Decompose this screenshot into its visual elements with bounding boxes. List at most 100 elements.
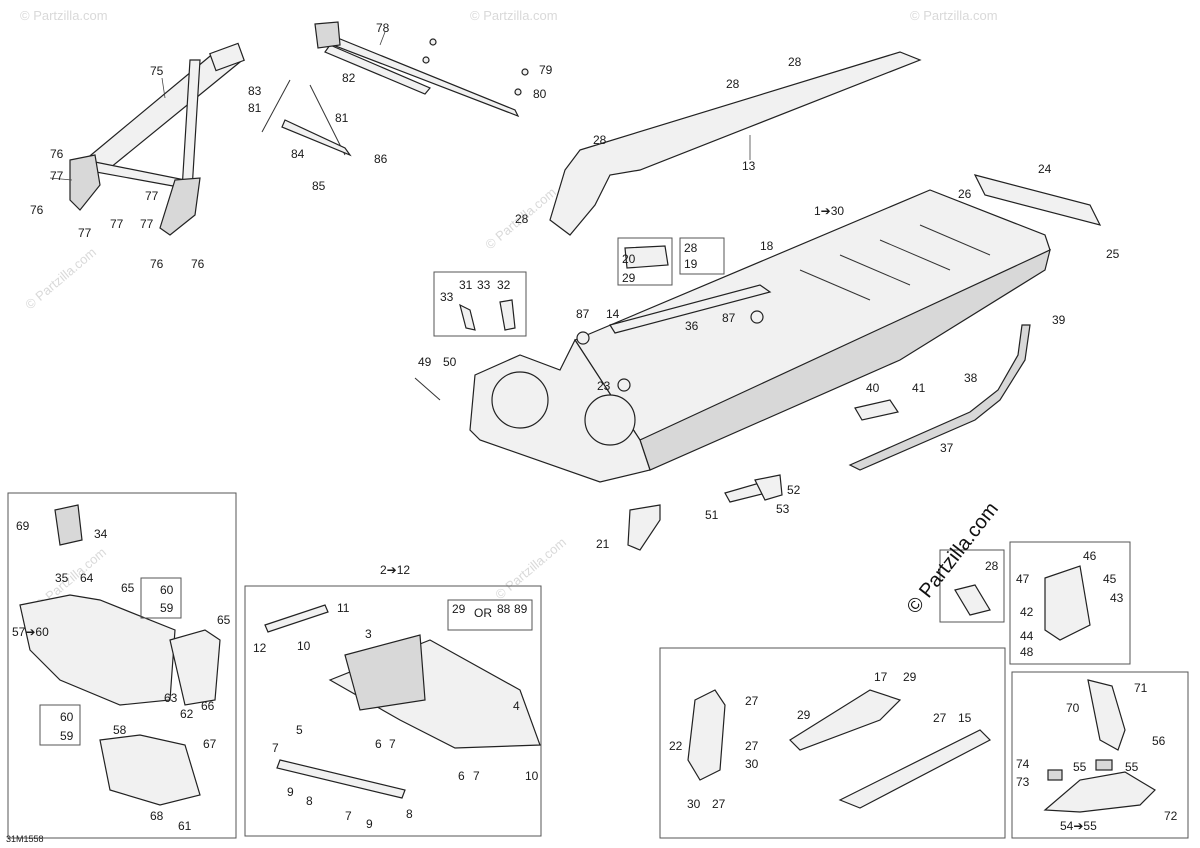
callout-20: 20 [622, 252, 636, 266]
callout-31: 31 [459, 278, 473, 292]
callout-67: 67 [203, 737, 217, 751]
callout-15: 15 [958, 711, 972, 725]
watermark: © Partzilla.com [492, 534, 569, 602]
part-78-rail [314, 21, 520, 118]
callout-80: 80 [533, 87, 547, 101]
detail-box-20-29 [617, 237, 673, 286]
callout-75: 75 [150, 64, 164, 78]
plug-87 [576, 331, 590, 345]
callout-6: 6 [375, 737, 382, 751]
callout-5: 5 [296, 723, 303, 737]
callout-30: 30 [745, 757, 759, 771]
part-57-60-bracket [19, 504, 221, 806]
callout-60: 60 [160, 583, 174, 597]
callout-69: 69 [16, 519, 30, 533]
callout-76: 76 [150, 257, 164, 271]
callout-7: 7 [345, 809, 352, 823]
callout-21: 21 [596, 537, 610, 551]
detail-box-60-59 [140, 577, 182, 619]
callout-47: 47 [1016, 572, 1030, 586]
callout-1-to-30: 1➔30 [814, 204, 844, 218]
callout-27: 27 [745, 739, 759, 753]
callout-89: 89 [514, 602, 528, 616]
callout-33: 33 [477, 278, 491, 292]
callout-28: 28 [593, 133, 607, 147]
callout-49: 49 [418, 355, 432, 369]
callout-61: 61 [178, 819, 192, 833]
callout-68: 68 [150, 809, 164, 823]
callout-11: 11 [337, 601, 350, 615]
part-13-tunnel-cover [549, 51, 922, 236]
callout-50: 50 [443, 355, 457, 369]
callout-29: 29 [622, 271, 636, 285]
detail-box-60-59 [39, 704, 81, 746]
main-chassis-tunnel [414, 174, 1102, 551]
detail-box-29-88-89 [447, 599, 533, 631]
box-title-2-to-12: 2➔12 [380, 563, 410, 577]
figure-id: 31M1558 [6, 834, 44, 844]
watermark: © Partzilla.com [20, 8, 108, 23]
callout-10: 10 [525, 769, 539, 783]
tunnel-ribs [799, 224, 991, 301]
callout-62: 62 [180, 707, 194, 721]
callout-10: 10 [297, 639, 311, 653]
callout-3: 3 [365, 627, 372, 641]
callout-29: 29 [903, 670, 917, 684]
callout-32: 32 [497, 278, 511, 292]
callout-40: 40 [866, 381, 880, 395]
callout-9: 9 [366, 817, 373, 831]
callout-44: 44 [1020, 629, 1034, 643]
callout-30: 30 [687, 797, 701, 811]
callout-25: 25 [1106, 247, 1120, 261]
watermark: © Partzilla.com [470, 8, 558, 23]
detail-box-57-60 [7, 492, 237, 839]
detail-box-42-48 [1009, 541, 1131, 665]
callout-81: 81 [335, 111, 349, 125]
callout-8: 8 [406, 807, 413, 821]
callout-74: 74 [1016, 757, 1030, 771]
callout-8: 8 [306, 794, 313, 808]
callout-24: 24 [1038, 162, 1052, 176]
callout-87: 87 [576, 307, 590, 321]
callout-59: 59 [160, 601, 174, 615]
callout-82: 82 [342, 71, 356, 85]
callout-78: 78 [376, 21, 390, 35]
watermark: © Partzilla.com [910, 8, 998, 23]
part-42-plate [1044, 565, 1091, 641]
callout-81: 81 [248, 101, 262, 115]
callout-28: 28 [985, 559, 999, 573]
or-label: OR [474, 606, 492, 620]
callout-37: 37 [940, 441, 954, 455]
callout-38: 38 [964, 371, 978, 385]
callout-72: 72 [1164, 809, 1178, 823]
callout-77: 77 [145, 189, 159, 203]
callout-71: 71 [1134, 681, 1148, 695]
callout-54-to-55: 54➔55 [1060, 819, 1097, 833]
callout-56: 56 [1152, 734, 1166, 748]
part-81-rods [261, 38, 529, 157]
callout-4: 4 [513, 699, 520, 713]
callout-28: 28 [515, 212, 529, 226]
callout-51: 51 [705, 508, 719, 522]
callout-28: 28 [788, 55, 802, 69]
callout-76: 76 [191, 257, 205, 271]
callout-35: 35 [55, 571, 69, 585]
callout-48: 48 [1020, 645, 1034, 659]
callout-63: 63 [164, 691, 178, 705]
callout-7: 7 [272, 741, 279, 755]
callout-23: 23 [597, 379, 611, 393]
detail-box-31-33 [433, 271, 527, 337]
callout-60: 60 [60, 710, 74, 724]
callout-76: 76 [50, 147, 64, 161]
callout-34: 34 [94, 527, 108, 541]
callout-7: 7 [473, 769, 480, 783]
callout-84: 84 [291, 147, 305, 161]
callout-9: 9 [287, 785, 294, 799]
detail-box-54-55 [1011, 671, 1189, 839]
callout-41: 41 [912, 381, 926, 395]
callout-87: 87 [722, 311, 736, 325]
callout-66: 66 [201, 699, 215, 713]
callout-55: 55 [1125, 760, 1139, 774]
detail-box-15-30 [659, 647, 1006, 839]
